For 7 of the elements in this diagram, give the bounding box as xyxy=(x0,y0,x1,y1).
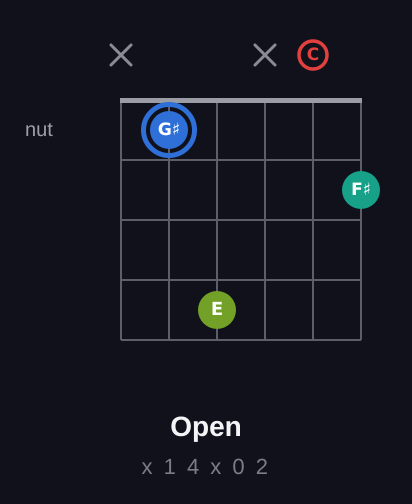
nut-label: nut xyxy=(25,119,53,141)
fingering-caption: x 1 4 x 0 2 xyxy=(141,454,270,479)
chord-title: Open xyxy=(170,411,242,442)
note-dot: E xyxy=(198,291,236,329)
note-dot: F♯ xyxy=(342,171,380,209)
ringed-note-dot: G♯ xyxy=(141,102,197,158)
circled-note: C xyxy=(297,39,329,71)
